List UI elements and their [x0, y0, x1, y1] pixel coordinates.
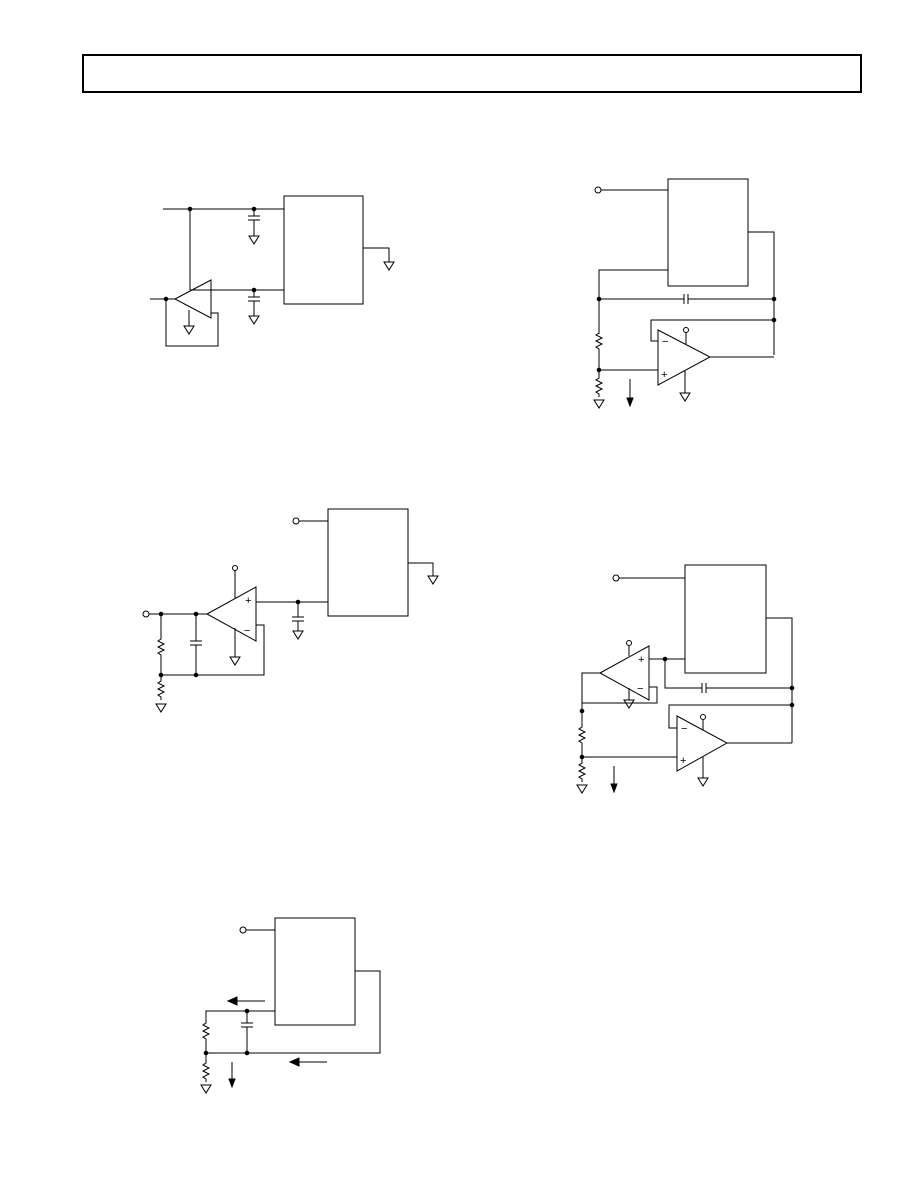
figure-2-circuit: − + — [593, 178, 777, 409]
fig1-ic-block — [283, 195, 364, 305]
svg-text:+: + — [638, 654, 644, 666]
svg-text:−: − — [244, 625, 250, 637]
fig4-error-opamp — [676, 715, 729, 772]
fig2-opamp — [657, 329, 712, 386]
figure-3-circuit: + − — [142, 508, 439, 713]
svg-text:−: − — [681, 723, 687, 735]
figure-5-circuit — [200, 917, 381, 1094]
fig4-ic-block — [684, 564, 767, 674]
svg-text:+: + — [661, 369, 667, 381]
fig3-opamp — [205, 586, 257, 642]
fig4-buffer-opamp — [598, 645, 650, 701]
fig1-opamp — [173, 279, 212, 319]
fig3-ic-block — [327, 508, 409, 617]
fig2-ic-block — [667, 178, 749, 287]
figure-4-circuit: + − − + — [576, 564, 795, 794]
svg-text:−: − — [662, 336, 668, 348]
figure-1-circuit — [150, 195, 395, 347]
svg-text:−: − — [637, 683, 643, 695]
svg-text:+: + — [680, 755, 686, 767]
page-header-box — [82, 54, 862, 93]
svg-text:+: + — [245, 595, 251, 607]
fig5-ic-block — [274, 917, 356, 1026]
